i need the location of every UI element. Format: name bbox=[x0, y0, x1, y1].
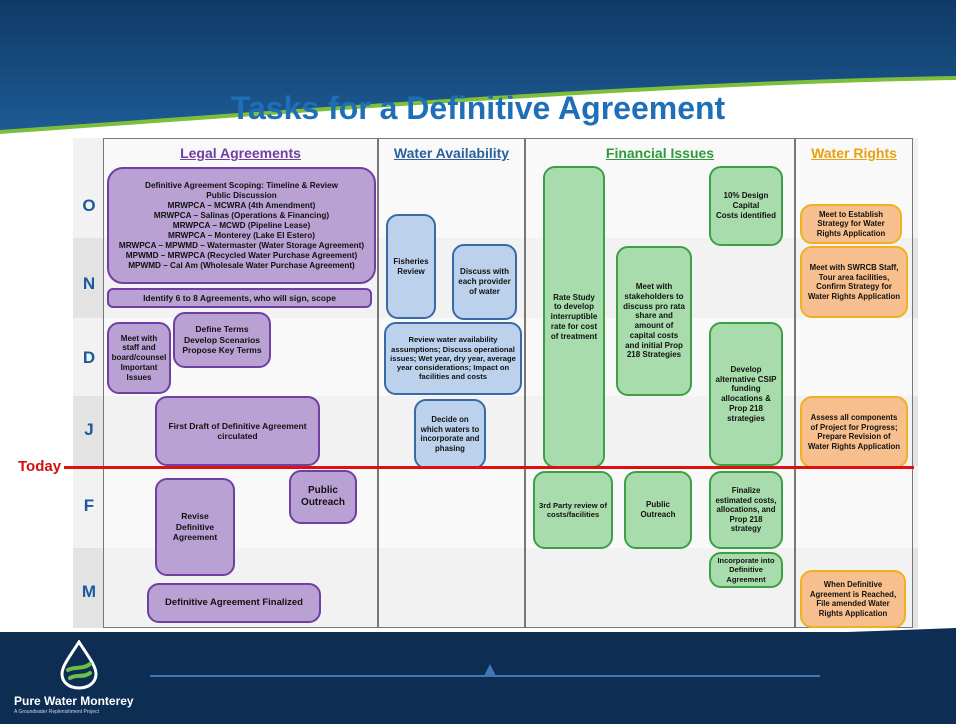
footer-marker-icon bbox=[484, 664, 496, 676]
row-label-j: J bbox=[84, 420, 94, 439]
legal-scoping-box: Definitive Agreement Scoping: Timeline &… bbox=[107, 167, 376, 284]
today-label: Today bbox=[18, 458, 62, 475]
legal-finalized-box: Definitive Agreement Finalized bbox=[147, 583, 321, 623]
water-discuss-box: Discuss with each provider of water bbox=[452, 244, 517, 320]
legal-first-draft-box: First Draft of Definitive Agreement circ… bbox=[155, 396, 320, 466]
legal-define-terms-box: Define Terms Develop Scenarios Propose K… bbox=[173, 312, 271, 368]
rights-establish-box: Meet to Establish Strategy for Water Rig… bbox=[800, 204, 902, 244]
rights-assess-box: Assess all components of Project for Pro… bbox=[800, 396, 908, 468]
column-header-water: Water Availability bbox=[393, 145, 510, 161]
slide-title: Tasks for a Definitive Agreement bbox=[230, 90, 726, 126]
rights-swrcb-box: Meet with SWRCB Staff, Tour area facilit… bbox=[800, 246, 908, 318]
row-label-d: D bbox=[82, 348, 96, 367]
water-decide-box: Decide on which waters to incorporate an… bbox=[414, 399, 486, 469]
financial-finalize-box: Finalize estimated costs, allocations, a… bbox=[709, 471, 783, 549]
row-label-f: F bbox=[83, 496, 95, 515]
column-header-financial: Financial Issues bbox=[605, 145, 715, 161]
legal-identify-box: Identify 6 to 8 Agreements, who will sig… bbox=[107, 288, 372, 308]
financial-meet-stakeholders-box: Meet with stakeholders to discuss pro ra… bbox=[616, 246, 692, 396]
water-review-box: Review water availability assumptions; D… bbox=[384, 322, 522, 395]
financial-incorporate-box: Incorporate into Definitive Agreement bbox=[709, 552, 783, 588]
water-fisheries-box: Fisheries Review bbox=[386, 214, 436, 319]
water-drop-logo-icon bbox=[60, 640, 98, 690]
financial-rate-study-box: Rate Study to develop interruptible rate… bbox=[543, 166, 605, 468]
logo-tagline: A Groundwater Replenishment Project bbox=[14, 709, 100, 715]
timeline-board: O N D J F M Legal Agreements Water Avail… bbox=[73, 138, 918, 628]
financial-design-costs-box: 10% Design Capital Costs identified bbox=[709, 166, 783, 246]
financial-csip-box: Develop alternative CSIP funding allocat… bbox=[709, 322, 783, 466]
column-header-rights: Water Rights bbox=[811, 145, 897, 161]
row-label-n: N bbox=[82, 274, 96, 293]
rights-amended-box: When Definitive Agreement is Reached, Fi… bbox=[800, 570, 906, 628]
today-line bbox=[64, 466, 914, 469]
footer-divider bbox=[150, 675, 820, 677]
row-label-o: O bbox=[82, 196, 96, 215]
legal-public-outreach-box: Public Outreach bbox=[289, 470, 357, 524]
legal-revise-box: Revise Definitive Agreement bbox=[155, 478, 235, 576]
financial-third-party-box: 3rd Party review of costs/facilities bbox=[533, 471, 613, 549]
column-header-legal: Legal Agreements bbox=[180, 145, 301, 161]
logo-name: Pure Water Monterey bbox=[14, 694, 134, 708]
financial-public-outreach-box: Public Outreach bbox=[624, 471, 692, 549]
legal-meet-staff-box: Meet with staff and board/counsel Import… bbox=[107, 322, 171, 394]
row-label-m: M bbox=[81, 582, 97, 601]
